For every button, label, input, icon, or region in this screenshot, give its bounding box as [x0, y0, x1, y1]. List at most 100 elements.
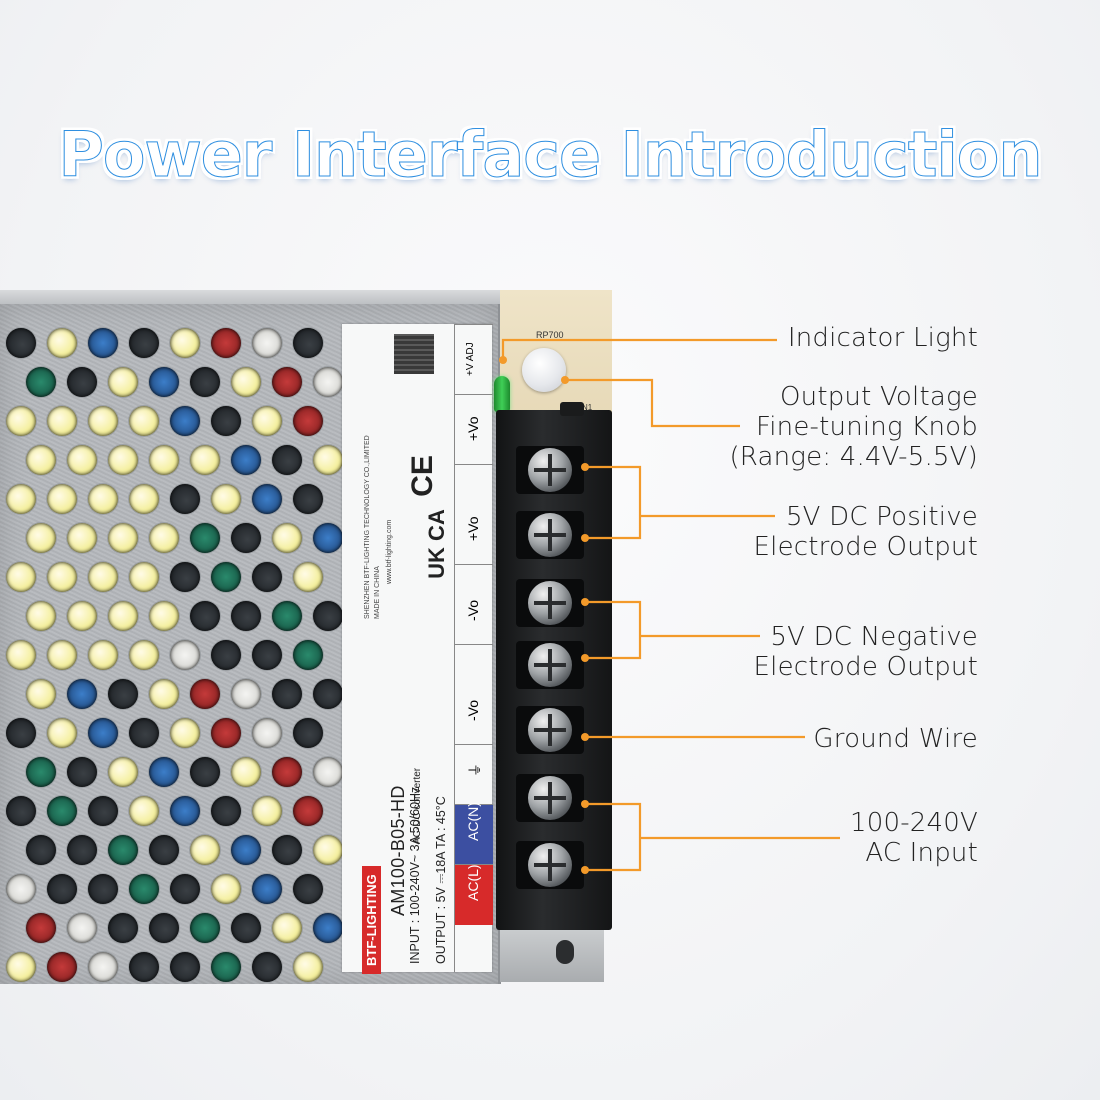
vent-hole [26, 601, 56, 631]
vent-hole [170, 640, 200, 670]
vent-hole [47, 718, 77, 748]
ce-mark: CE [405, 455, 439, 497]
vent-hole [211, 484, 241, 514]
vent-hole [6, 640, 36, 670]
vent-hole [211, 328, 241, 358]
terminal-screw[interactable] [506, 835, 604, 891]
vent-hole [149, 601, 179, 631]
vent-hole [211, 406, 241, 436]
vent-hole [252, 562, 282, 592]
mounting-bracket [500, 930, 604, 982]
vent-hole [149, 913, 179, 943]
vent-hole [272, 835, 302, 865]
vent-hole [88, 484, 118, 514]
vent-hole [6, 484, 36, 514]
vent-hole [231, 913, 261, 943]
vent-hole [108, 523, 138, 553]
terminal-legend-acn: AC(N) [455, 802, 493, 865]
vent-hole [231, 601, 261, 631]
vent-hole [6, 952, 36, 982]
vent-hole [170, 328, 200, 358]
vent-hole [47, 796, 77, 826]
terminal-screw[interactable] [506, 440, 604, 496]
vent-hole [272, 367, 302, 397]
vent-hole [108, 757, 138, 787]
power-supply-unit: BTF-LIGHTING AM100-B05-HD AC-DC converte… [0, 290, 620, 990]
ventilation-holes [0, 304, 343, 984]
vent-hole [293, 562, 323, 592]
vent-hole [129, 874, 159, 904]
vent-hole [149, 679, 179, 709]
vent-hole [190, 445, 220, 475]
vent-hole [47, 406, 77, 436]
voltage-adjust-knob[interactable] [522, 348, 566, 392]
vent-hole [47, 328, 77, 358]
vent-hole [190, 679, 220, 709]
terminal-screw[interactable] [506, 505, 604, 561]
terminal-block-tab [560, 402, 584, 416]
vent-hole [313, 523, 343, 553]
vent-hole [47, 562, 77, 592]
callout-dc-positive: 5V DC Positive Electrode Output [753, 502, 978, 562]
vent-hole [252, 796, 282, 826]
vent-hole [26, 367, 56, 397]
terminal-screw[interactable] [506, 573, 604, 629]
vent-hole [231, 835, 261, 865]
vent-hole [67, 367, 97, 397]
vent-hole [88, 640, 118, 670]
screw-slot [534, 728, 566, 732]
vent-hole [272, 679, 302, 709]
website: www.btf-lighting.com [386, 519, 393, 584]
terminal-legend-adj: +V ADJ [455, 324, 493, 395]
terminal-legend-vplus-1: +Vo [455, 394, 493, 465]
vent-hole [313, 679, 343, 709]
vent-hole [108, 601, 138, 631]
ukca-mark: UK CA [423, 509, 449, 579]
vent-hole [129, 718, 159, 748]
vent-hole [272, 601, 302, 631]
vent-hole [293, 406, 323, 436]
vent-hole [313, 445, 343, 475]
terminal-screw[interactable] [506, 700, 604, 756]
vent-hole [313, 601, 343, 631]
terminal-screw[interactable] [506, 635, 604, 691]
vent-hole [88, 796, 118, 826]
terminal-screw[interactable] [506, 768, 604, 824]
vent-hole [26, 523, 56, 553]
vent-hole [6, 562, 36, 592]
vent-hole [190, 913, 220, 943]
vent-hole [313, 757, 343, 787]
vent-hole [170, 796, 200, 826]
vent-hole [129, 952, 159, 982]
vent-hole [272, 445, 302, 475]
vent-hole [170, 718, 200, 748]
vent-hole [67, 523, 97, 553]
vent-hole [67, 757, 97, 787]
vent-hole [211, 874, 241, 904]
vent-hole [6, 406, 36, 436]
vent-hole [170, 874, 200, 904]
vent-hole [149, 445, 179, 475]
vent-hole [108, 367, 138, 397]
vent-hole [211, 718, 241, 748]
terminal-legend-vminus-1: -Vo [455, 564, 493, 645]
screw-slot [534, 863, 566, 867]
terminal-legend-vminus-2: -Vo [455, 644, 493, 745]
vent-hole [108, 835, 138, 865]
screw-slot [534, 533, 566, 537]
vent-hole [293, 484, 323, 514]
vent-hole [88, 562, 118, 592]
made-in: MADE IN CHINA [374, 566, 381, 619]
vent-hole [231, 523, 261, 553]
vent-hole [88, 874, 118, 904]
vent-hole [272, 757, 302, 787]
vent-hole [170, 406, 200, 436]
vent-hole [231, 367, 261, 397]
mounting-hole [556, 940, 574, 964]
vent-hole [47, 874, 77, 904]
terminal-legend-acl: AC(L) [455, 864, 493, 925]
vent-hole [129, 640, 159, 670]
vent-hole [149, 367, 179, 397]
vent-hole [67, 445, 97, 475]
vent-hole [47, 952, 77, 982]
